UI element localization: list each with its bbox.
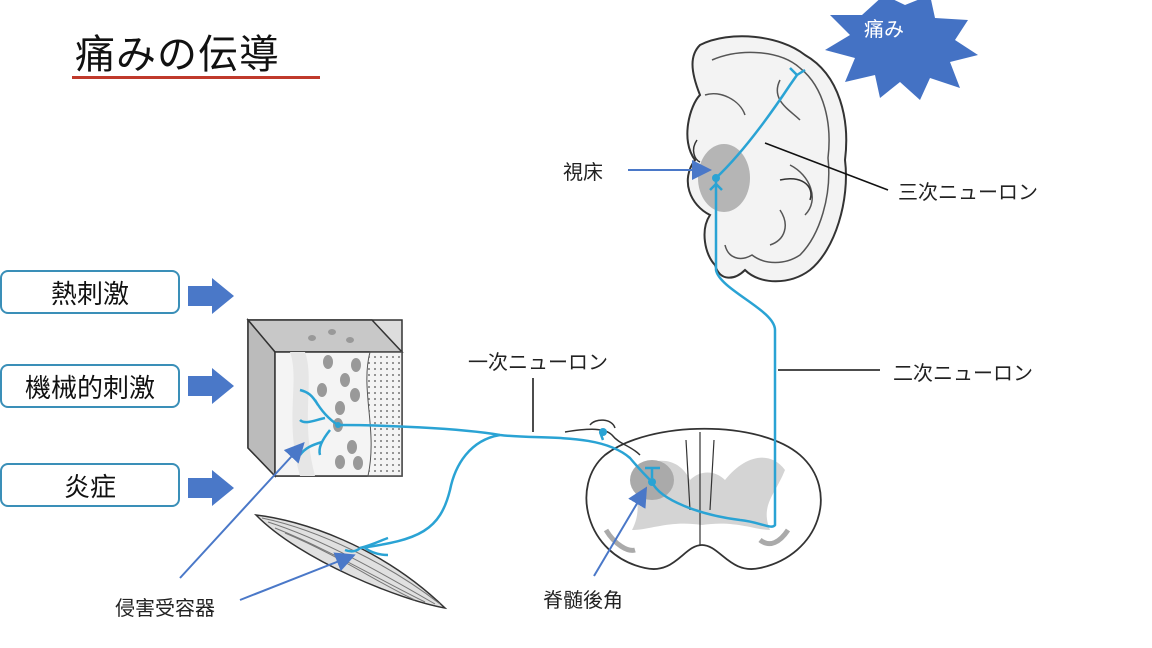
inflammation-stimulus-label: 炎症 <box>63 472 116 503</box>
first-neuron-fiber-skin <box>337 423 653 483</box>
thalamus-label: 視床 <box>563 160 603 184</box>
spinal-cord <box>564 419 822 570</box>
brain-section <box>686 35 848 283</box>
pain-burst-icon <box>825 0 978 100</box>
mechanical-stimulus-box: 機械的刺激 <box>0 364 180 408</box>
second-neuron-fiber <box>650 180 777 528</box>
third-neuron-leader <box>764 142 889 191</box>
inflammation-arrow-icon <box>188 470 234 506</box>
heat-stimulus-box: 熱刺激 <box>0 270 180 314</box>
muscle-tissue <box>253 514 448 610</box>
pain-burst-label: 痛み <box>864 17 904 41</box>
title-underline <box>72 76 320 79</box>
dorsal-horn-pointer <box>593 486 648 577</box>
dorsal-horn-label: 脊髄後角 <box>543 588 623 612</box>
skin-tissue-block <box>246 317 404 478</box>
third-neuron-label: 三次ニューロン <box>898 180 1038 204</box>
page-title: 痛みの伝導 <box>75 32 280 78</box>
skin-receptor-soma <box>335 422 341 428</box>
neuron-pathway <box>298 67 806 557</box>
heat-stimulus-label: 熱刺激 <box>50 279 129 310</box>
thalamus-neuron-soma <box>712 174 720 182</box>
nociceptor-pointer-skin <box>179 442 305 579</box>
nociceptor-pointer-muscle <box>239 552 356 601</box>
third-neuron-fiber <box>715 74 799 179</box>
first-neuron-fiber-muscle <box>359 433 501 550</box>
mechanical-stimulus-label: 機械的刺激 <box>24 373 155 404</box>
inflammation-stimulus-box: 炎症 <box>0 463 180 507</box>
heat-arrow-icon <box>188 278 234 314</box>
mechanical-arrow-icon <box>188 368 234 404</box>
dorsal-horn-neuron-soma <box>648 478 656 486</box>
dorsal-root-ganglion-soma <box>599 428 607 436</box>
first-neuron-label: 一次ニューロン <box>468 350 608 374</box>
nociceptor-label: 侵害受容器 <box>115 596 215 620</box>
second-neuron-label: 二次ニューロン <box>893 361 1033 385</box>
